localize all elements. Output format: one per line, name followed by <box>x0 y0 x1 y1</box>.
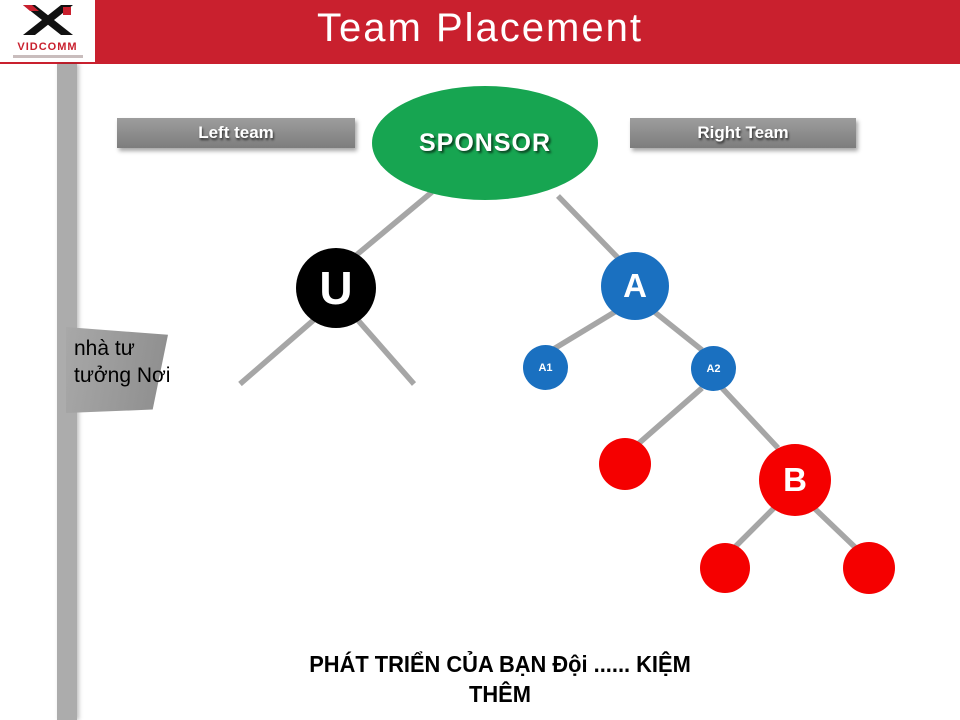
node-b: B <box>759 444 831 516</box>
node-a1: A1 <box>523 345 568 390</box>
node-a2: A2 <box>691 346 736 391</box>
sponsor-node: SPONSOR <box>372 86 598 200</box>
header-bar: Team Placement <box>0 0 960 64</box>
callout-line-2: tưởng Nơi <box>74 364 171 388</box>
vidcomm-tagline-line <box>12 54 83 58</box>
footer-line-2: THÊM <box>469 680 531 707</box>
vidcomm-logo: VIDCOMM <box>0 0 95 62</box>
node-a: A <box>601 252 669 320</box>
callout-text: nhà tư tưởng Nơi <box>74 335 170 390</box>
callout-banner <box>66 327 168 413</box>
node-red-bottom-right <box>843 542 895 594</box>
vidcomm-brand-text: VIDCOMM <box>17 40 78 53</box>
right-team-label: Right Team <box>630 118 856 148</box>
node-red-unlabeled <box>599 438 651 490</box>
node-u: U <box>296 248 376 328</box>
node-red-bottom-left <box>700 543 750 593</box>
footer-caption: PHÁT TRIỂN CỦA BẠN Đội ...... KIỆM THÊM <box>234 650 766 710</box>
left-team-label: Left team <box>117 118 355 148</box>
footer-line-1: PHÁT TRIỂN CỦA BẠN Đội ...... KIỆM <box>309 651 691 677</box>
slide-title: Team Placement <box>317 6 643 50</box>
callout-line-1: nhà tư <box>74 337 135 360</box>
vidcomm-x-icon <box>22 4 73 40</box>
